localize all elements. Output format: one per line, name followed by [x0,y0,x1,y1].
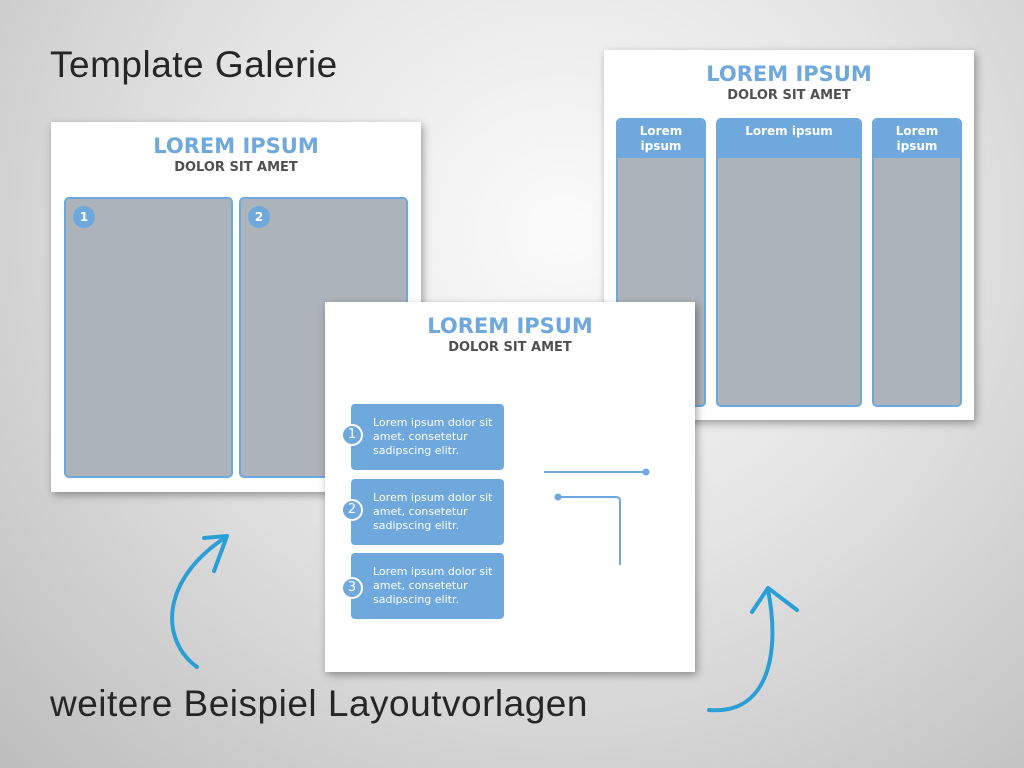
list-item: Lorem ipsum dolor sit amet, consetetur s… [351,553,504,619]
card-title: LOREM IPSUM [706,62,872,86]
number-circle: 1 [341,424,363,446]
list-item: Lorem ipsum dolor sit amet, consetetur s… [351,479,504,545]
card-subtitle: DOLOR SIT AMET [727,88,851,103]
page-title: Template Galerie [50,44,338,85]
card-subtitle: DOLOR SIT AMET [448,340,572,355]
number-circle: 2 [341,499,363,521]
card-title: LOREM IPSUM [427,314,593,338]
image-placeholder [64,197,233,478]
connector-lines [544,468,650,565]
list-item-text: Lorem ipsum dolor sit amet, consetetur s… [373,416,493,457]
column: Lorem ipsum [872,118,962,407]
list-item-text: Lorem ipsum dolor sit amet, consetetur s… [373,491,493,532]
column: Lorem ipsum [716,118,862,407]
card-title: LOREM IPSUM [153,134,319,158]
column-header: Lorem ipsum [874,120,960,158]
number-badge: 2 [248,206,270,228]
card-subtitle: DOLOR SIT AMET [174,160,298,175]
number-circle: 3 [341,577,363,599]
template-card-list[interactable]: LOREM IPSUM DOLOR SIT AMET Lorem ipsum d… [325,302,695,672]
list-item: Lorem ipsum dolor sit amet, consetetur s… [351,404,504,470]
number-badge: 1 [73,206,95,228]
column-header: Lorem ipsum [718,120,860,158]
list-item-text: Lorem ipsum dolor sit amet, consetetur s… [373,565,493,606]
column-header: Lorem ipsum [618,120,704,158]
page-subtitle: weitere Beispiel Layoutvorlagen [50,683,588,724]
